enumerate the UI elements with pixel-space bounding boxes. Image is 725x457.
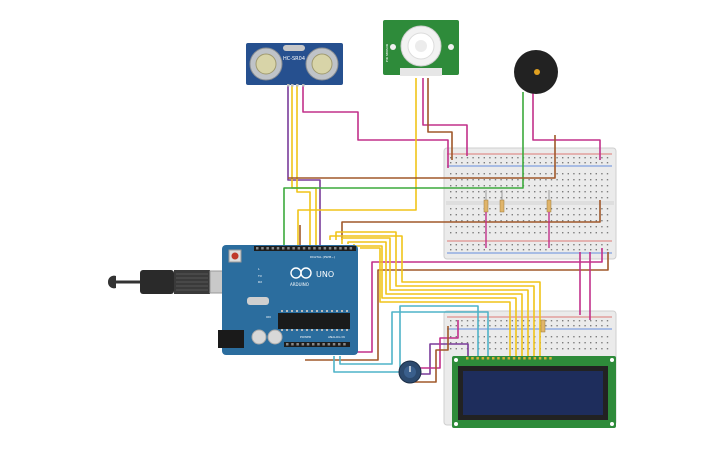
wire-lcd-d5 [335, 231, 535, 356]
led-label-rx: RX [258, 280, 262, 284]
wire-pir-out [297, 78, 417, 247]
breadboard-top-holes [450, 157, 609, 251]
arduino-analog-label: ANALOG IN [328, 335, 345, 339]
led-label-tx: TX [257, 274, 262, 278]
wire-lcd-d7 [347, 241, 523, 356]
wire-buzzer-neg [532, 92, 601, 160]
buzzer-icon [534, 69, 540, 75]
wire-lcd-d4 [329, 235, 541, 356]
wire-lcd-d6 [341, 237, 529, 356]
arduino-header-label: DIGITAL (PWM~) [310, 255, 335, 259]
wires [283, 78, 609, 383]
breadboard-top[interactable] [443, 147, 617, 260]
pir-sensor[interactable]: PIR SENSOR [383, 20, 459, 76]
lcd-screen [463, 371, 603, 415]
wire-pir-vcc [422, 78, 468, 156]
pir-side-label: PIR SENSOR [385, 44, 389, 62]
wire-gnd-rail [305, 252, 609, 361]
led-label-on: ON [266, 315, 271, 319]
usb-cable [107, 270, 233, 294]
resistors-top[interactable] [483, 190, 552, 248]
resistor-3 [546, 199, 552, 213]
arduino-uno[interactable]: UNO ARDUINO DIGITAL (PWM~) POWER ANALOG … [218, 245, 358, 355]
led-label-l: L [258, 267, 260, 271]
wire-pot-wiper [410, 343, 469, 375]
wire-lcd-rs [360, 247, 511, 356]
buzzer[interactable] [514, 50, 558, 94]
wire-ultrasonic-trig [291, 86, 317, 247]
ultrasonic-label: HC-SR04 [283, 56, 305, 62]
arduino-brand-label: ARDUINO [290, 282, 309, 287]
resistor-1 [483, 199, 489, 213]
arduino-uno-label: UNO [316, 270, 334, 279]
wire-ultrasonic-gnd [302, 86, 449, 168]
atmega-chip [278, 313, 350, 329]
wire-pot-gnd [408, 326, 449, 383]
wire-teal-2 [339, 311, 489, 365]
arduino-power-label: POWER [300, 335, 311, 339]
wire-brown-1 [288, 135, 556, 179]
wire-buzzer-pos [283, 92, 524, 247]
wire-ultrasonic-vcc [287, 86, 321, 247]
wire-brown-3 [341, 200, 601, 240]
wire-pot-vcc [416, 320, 459, 369]
resistor-2 [499, 199, 505, 213]
lcd-display[interactable] [452, 356, 616, 428]
resistor-lcd[interactable] [540, 319, 546, 333]
ultrasonic-sensor[interactable]: HC-SR04 [246, 43, 343, 87]
wire-teal-1 [333, 305, 479, 373]
potentiometer[interactable] [398, 360, 422, 384]
wire-ultrasonic-echo [296, 86, 311, 247]
breadboard-bottom-holes [450, 320, 609, 350]
wire-pir-gnd [427, 78, 453, 160]
